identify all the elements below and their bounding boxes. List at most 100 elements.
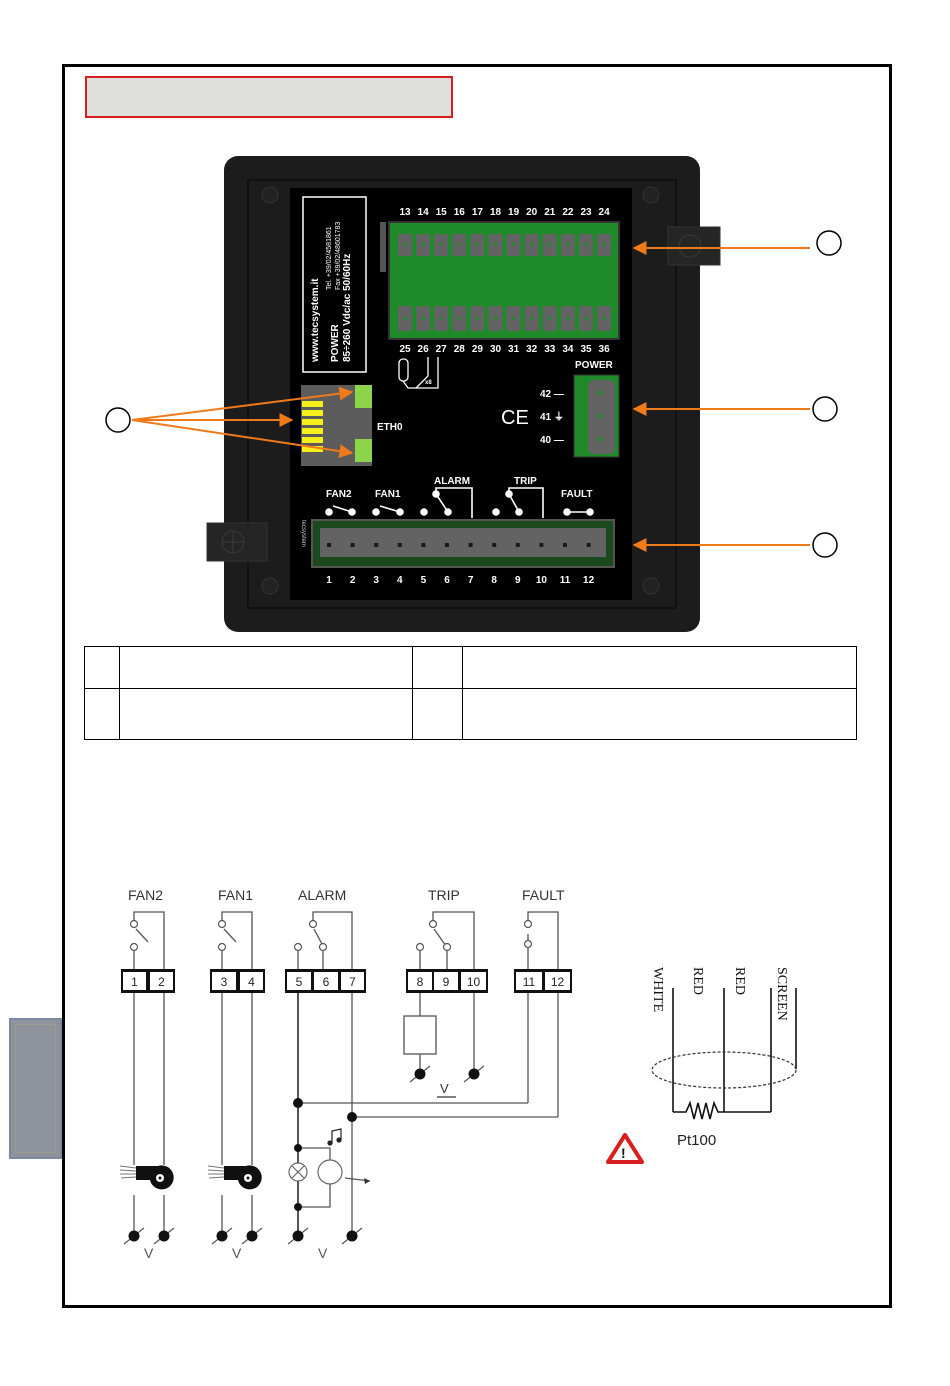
terminal-number: 15 bbox=[436, 207, 448, 218]
relay-terminal-screw[interactable] bbox=[445, 543, 449, 547]
terminal-box bbox=[461, 972, 486, 990]
terminal-number: 29 bbox=[472, 344, 484, 355]
relay-terminal-screw[interactable] bbox=[515, 543, 520, 547]
power-label: POWER bbox=[575, 360, 614, 371]
relay-terminal-screw[interactable] bbox=[563, 543, 567, 547]
terminal-number: 2 bbox=[158, 975, 165, 989]
wire-label-white: WHITE bbox=[650, 967, 665, 1012]
terminal-number: 35 bbox=[580, 344, 592, 355]
wire-label-screen: SCREEN bbox=[774, 967, 789, 1021]
table-row bbox=[84, 688, 857, 740]
mounting-clip-right bbox=[667, 226, 721, 266]
relay-terminal-screw[interactable] bbox=[468, 543, 473, 547]
terminal-box bbox=[434, 972, 458, 990]
side-brand-text: tecsystem bbox=[300, 520, 306, 547]
ce-mark: CE bbox=[501, 407, 529, 429]
terminal-number: 11 bbox=[523, 975, 536, 989]
terminal-number: 4 bbox=[397, 575, 403, 586]
mounting-clip-left bbox=[206, 522, 268, 562]
cable-screen-ellipse bbox=[651, 1051, 797, 1089]
table-cell bbox=[119, 646, 413, 689]
screw-icon bbox=[261, 186, 660, 595]
table-cell bbox=[412, 646, 463, 689]
relay-terminal-screw[interactable] bbox=[327, 543, 331, 547]
callout-circle-power bbox=[812, 396, 838, 422]
table-cell bbox=[412, 688, 463, 740]
relay-label-fan2: FAN2 bbox=[326, 489, 352, 500]
terminal-number: 27 bbox=[436, 344, 448, 355]
eth-pin bbox=[302, 437, 323, 443]
supply-terminal-dot bbox=[128, 1230, 140, 1242]
terminal-number: 2 bbox=[350, 575, 356, 586]
table-cell bbox=[462, 646, 857, 689]
table-cell bbox=[119, 688, 413, 740]
junction-dots bbox=[293, 1098, 357, 1211]
terminal-number: 5 bbox=[421, 575, 427, 586]
pt100-label: Pt100 bbox=[677, 1132, 716, 1149]
relay-terminal-screw[interactable] bbox=[492, 543, 497, 547]
power-terminal-label: 42 — bbox=[540, 389, 564, 400]
voltage-label: V bbox=[144, 1245, 154, 1261]
terminal-number: 18 bbox=[490, 207, 502, 218]
label-website: www.tecsystem.it bbox=[310, 278, 321, 363]
terminal-number: 4 bbox=[248, 975, 255, 989]
relay-terminal-screw[interactable] bbox=[397, 543, 402, 547]
terminal-number: 12 bbox=[551, 975, 565, 989]
relay-terminal-screw[interactable] bbox=[374, 543, 379, 547]
terminal-number: 16 bbox=[454, 207, 466, 218]
trip-load-box bbox=[403, 1015, 437, 1055]
sensor-symbol-icon bbox=[398, 357, 439, 389]
ethernet-port[interactable] bbox=[301, 385, 372, 466]
supply-terminal-dot bbox=[216, 1230, 228, 1242]
terminal-number: 33 bbox=[544, 344, 556, 355]
terminal-box bbox=[341, 972, 364, 990]
eth-pin bbox=[302, 410, 323, 416]
wiring-lines bbox=[133, 911, 559, 1235]
contact-points bbox=[129, 919, 533, 952]
lamp-icon bbox=[288, 1162, 308, 1182]
relay-terminal-screw[interactable] bbox=[421, 543, 426, 547]
wiring-label-fan2: FAN2 bbox=[128, 887, 163, 903]
terminal-box bbox=[212, 972, 236, 990]
eth-pin bbox=[302, 419, 323, 425]
terminal-box bbox=[516, 972, 542, 990]
terminal-box bbox=[240, 972, 263, 990]
relay-contact-symbols bbox=[325, 487, 594, 518]
terminal-number: 10 bbox=[536, 575, 548, 586]
side-tab[interactable] bbox=[9, 1018, 62, 1159]
table-cell bbox=[84, 688, 120, 740]
terminal-number: 9 bbox=[515, 575, 521, 586]
terminal-number: 22 bbox=[562, 207, 574, 218]
supply-terminal-dot bbox=[468, 1068, 480, 1080]
terminal-number: 17 bbox=[472, 207, 484, 218]
callout-circle-eth bbox=[105, 407, 131, 433]
siren-icon bbox=[317, 1159, 343, 1185]
terminal-number: 3 bbox=[221, 975, 228, 989]
supply-terminals bbox=[123, 1065, 485, 1245]
legend-table bbox=[84, 646, 857, 740]
wiring-label-fan1: FAN1 bbox=[218, 887, 253, 903]
terminal-number: 32 bbox=[526, 344, 538, 355]
terminal-number: 8 bbox=[491, 575, 497, 586]
relay-terminal-screw[interactable] bbox=[350, 543, 355, 547]
relay-terminal-screw[interactable] bbox=[586, 543, 591, 547]
relay-label-trip: TRIP bbox=[514, 476, 537, 487]
wiring-label-trip: TRIP bbox=[428, 887, 460, 903]
terminal-box bbox=[545, 972, 570, 990]
power-terminal-label: 41 ⏚ bbox=[540, 411, 564, 423]
terminal-number: 19 bbox=[508, 207, 520, 218]
eth-pin bbox=[302, 428, 323, 434]
svg-text:!: ! bbox=[621, 1145, 626, 1161]
terminal-number: 20 bbox=[526, 207, 538, 218]
relay-terminal-screw[interactable] bbox=[539, 543, 544, 547]
terminal-box bbox=[408, 972, 432, 990]
terminal-number: 30 bbox=[490, 344, 502, 355]
label-fax: Fax +39/02/48601783 bbox=[335, 222, 342, 290]
wire-label-red: RED bbox=[732, 967, 747, 995]
terminal-number: 36 bbox=[599, 344, 611, 355]
voltage-label: V bbox=[232, 1245, 242, 1261]
